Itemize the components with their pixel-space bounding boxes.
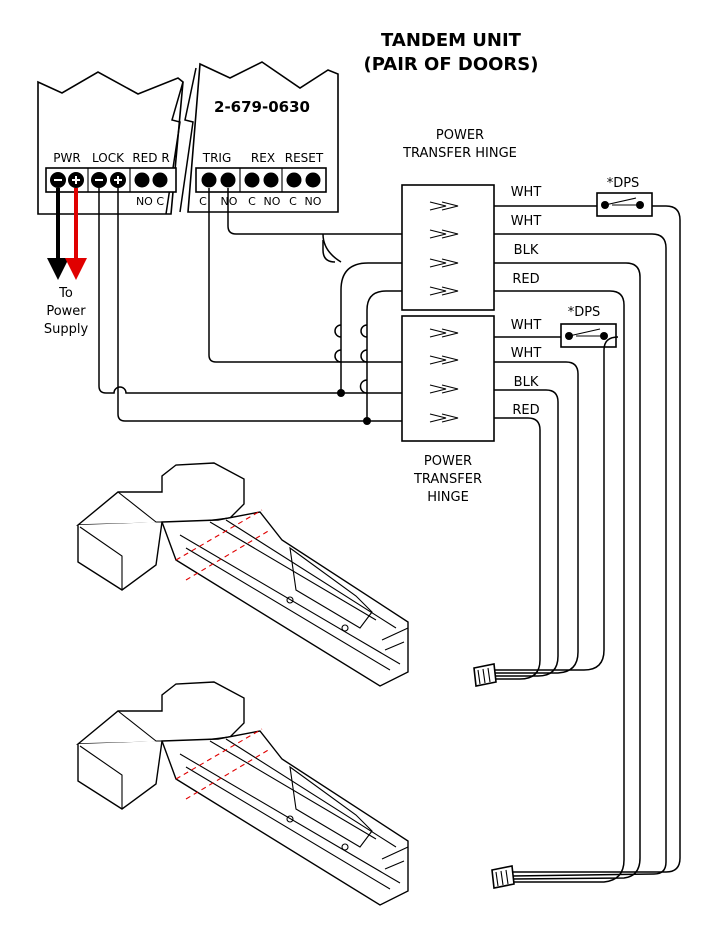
terminal-red-r-no bbox=[134, 172, 150, 188]
power-supply-label-line3: Supply bbox=[44, 322, 89, 337]
diagram-title-line1: TANDEM UNIT bbox=[381, 30, 522, 51]
wire-label-bottom-blk: BLK bbox=[514, 375, 539, 390]
hinge-bottom-label-line1: POWER bbox=[424, 454, 472, 469]
terminal-red-r-c bbox=[152, 172, 168, 188]
terminal-strip-right bbox=[195, 167, 327, 193]
connector-far-door bbox=[491, 865, 515, 889]
controller-part-number: 2-679-0630 bbox=[214, 98, 310, 116]
terminal-sub-red-r: NO C bbox=[136, 195, 164, 208]
terminal-lock-positive bbox=[110, 172, 126, 188]
dps-top-label: *DPS bbox=[607, 176, 640, 191]
power-positive-arrow bbox=[65, 188, 87, 280]
terminal-trig-no bbox=[220, 172, 236, 188]
terminal-label-rex: REX bbox=[251, 151, 275, 165]
terminal-label-reset: RESET bbox=[285, 151, 324, 165]
terminal-pwr-negative bbox=[50, 172, 66, 188]
wire-label-bottom-red: RED bbox=[512, 403, 539, 418]
power-supply-label-line2: Power bbox=[46, 304, 86, 319]
terminal-sub-rex-no: NO bbox=[264, 195, 281, 208]
power-supply-label-line1: To bbox=[58, 286, 73, 301]
exit-device-1 bbox=[75, 462, 409, 687]
terminal-trig-c bbox=[201, 172, 217, 188]
terminal-reset-c bbox=[286, 172, 302, 188]
terminal-sub-reset-no: NO bbox=[305, 195, 322, 208]
connector-near-door bbox=[473, 663, 497, 687]
wire-bundle-top-door bbox=[227, 188, 681, 883]
terminal-label-red-r: RED R bbox=[132, 151, 169, 165]
wire-label-top-blk: BLK bbox=[514, 243, 539, 258]
terminal-pwr-positive bbox=[68, 172, 84, 188]
hinge-top-box bbox=[401, 184, 495, 311]
wire-label-top-wht-1: WHT bbox=[511, 185, 542, 200]
junction-red bbox=[363, 417, 371, 425]
wire-crossover-hops bbox=[334, 324, 368, 394]
wire-blk-bend bbox=[322, 240, 336, 263]
diagram-title-line2: (PAIR OF DOORS) bbox=[364, 54, 539, 75]
power-negative-arrow bbox=[47, 188, 69, 280]
dps-bottom-label: *DPS bbox=[568, 305, 601, 320]
terminal-sub-reset-c: C bbox=[289, 195, 297, 208]
board-break-line-2 bbox=[179, 67, 197, 213]
terminal-label-pwr: PWR bbox=[53, 151, 80, 165]
wire-label-top-wht-2: WHT bbox=[511, 214, 542, 229]
terminal-label-trig: TRIG bbox=[202, 151, 232, 165]
terminal-rex-no bbox=[263, 172, 279, 188]
terminal-lock-negative bbox=[91, 172, 107, 188]
hinge-top-label-line2: TRANSFER HINGE bbox=[402, 146, 517, 161]
exit-device-2 bbox=[75, 681, 409, 906]
junction-blk bbox=[337, 389, 345, 397]
hinge-bottom-box bbox=[401, 315, 495, 442]
wire-trig-c bbox=[208, 188, 402, 363]
wire-label-top-red: RED bbox=[512, 272, 539, 287]
wire-bundle-bottom-door bbox=[492, 336, 619, 680]
hinge-bottom-label-line2: TRANSFER bbox=[413, 472, 482, 487]
terminal-sub-trig-no: NO bbox=[221, 195, 238, 208]
wire-lock-positive bbox=[117, 188, 402, 422]
dps-top-switch bbox=[596, 192, 653, 217]
hinge-bottom-label-line3: HINGE bbox=[427, 490, 469, 505]
terminal-reset-no bbox=[305, 172, 321, 188]
terminal-label-lock: LOCK bbox=[92, 151, 125, 165]
wire-label-bottom-wht-1: WHT bbox=[511, 318, 542, 333]
wire-label-bottom-wht-2: WHT bbox=[511, 346, 542, 361]
dps-bottom-switch bbox=[560, 323, 617, 348]
hinge-top-label-line1: POWER bbox=[436, 128, 484, 143]
terminal-sub-trig-c: C bbox=[199, 195, 207, 208]
terminal-rex-c bbox=[244, 172, 260, 188]
wire-lock-negative bbox=[98, 188, 402, 394]
terminal-sub-rex-c: C bbox=[248, 195, 256, 208]
